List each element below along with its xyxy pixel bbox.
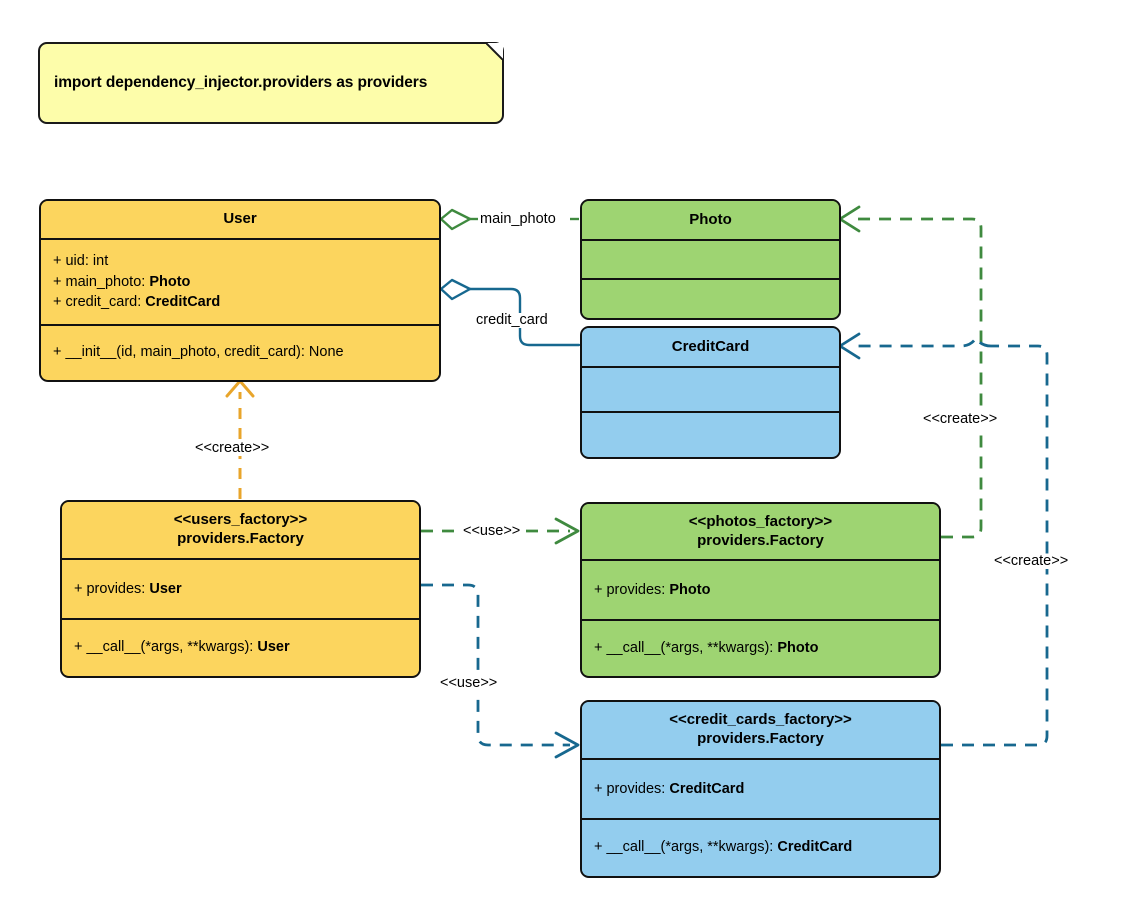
method-text: + __call__(*args, **kwargs):: [594, 639, 778, 656]
class-name-photos-factory: providers.Factory: [697, 531, 824, 549]
attribute-row: + provides: User: [74, 579, 419, 600]
class-box-creditcard[interactable]: CreditCard: [580, 326, 841, 459]
class-methods-credit-cards-factory: + __call__(*args, **kwargs): CreditCard: [582, 820, 939, 875]
class-name-user: User: [223, 210, 257, 228]
method-text: + __call__(*args, **kwargs):: [74, 639, 258, 656]
method-row: + __call__(*args, **kwargs): User: [74, 637, 419, 658]
class-methods-photos-factory: + __call__(*args, **kwargs): Photo: [582, 621, 939, 675]
edge-label-credit-card: credit_card: [474, 313, 550, 328]
class-methods-user: + __init__(id, main_photo, credit_card):…: [41, 326, 439, 379]
class-box-users-factory[interactable]: <<users_factory>> providers.Factory + pr…: [60, 500, 421, 678]
class-methods-creditcard: [582, 413, 839, 456]
edge-label-text: main_photo: [480, 211, 556, 227]
class-name-photo: Photo: [689, 210, 732, 228]
method-return-type: Photo: [777, 639, 819, 656]
class-attributes-credit-cards-factory: + provides: CreditCard: [582, 760, 939, 820]
class-stereotype-credit-cards-factory: <<credit_cards_factory>>: [669, 711, 852, 729]
class-header-credit-cards-factory: <<credit_cards_factory>> providers.Facto…: [582, 702, 939, 760]
class-attributes-photos-factory: + provides: Photo: [582, 561, 939, 621]
method-return-type: CreditCard: [777, 839, 853, 856]
class-header-photos-factory: <<photos_factory>> providers.Factory: [582, 504, 939, 561]
attribute-text: + main_photo:: [53, 273, 150, 290]
attribute-text: + provides:: [74, 580, 150, 597]
class-methods-photo: [582, 280, 839, 317]
class-stereotype-photos-factory: <<photos_factory>>: [688, 512, 833, 530]
edge-label-use-photos-factory: <<use>>: [461, 523, 523, 539]
class-header-creditcard: CreditCard: [582, 328, 839, 368]
attribute-row: + provides: Photo: [594, 580, 939, 601]
method-row: + __call__(*args, **kwargs): CreditCard: [594, 837, 939, 858]
method-row: + __call__(*args, **kwargs): Photo: [594, 638, 939, 659]
attribute-type: Photo: [149, 273, 191, 290]
edge-label-text: <<use>>: [440, 675, 498, 691]
edge-label-text: <<use>>: [463, 523, 521, 539]
attribute-text: + provides:: [594, 780, 670, 797]
class-name-users-factory: providers.Factory: [177, 530, 304, 547]
class-stereotype-users-factory: <<users_factory>>: [173, 511, 308, 529]
edge-label-use-credit-cards-factory: <<use>>: [438, 675, 500, 691]
attribute-type: CreditCard: [145, 294, 221, 311]
attribute-text: + provides:: [594, 581, 670, 598]
class-box-user[interactable]: User + uid: int + main_photo: Photo + cr…: [39, 199, 441, 382]
class-methods-users-factory: + __call__(*args, **kwargs): User: [62, 620, 419, 675]
import-note: import dependency_injector.providers as …: [38, 42, 504, 124]
attribute-text: + uid: int: [53, 253, 109, 270]
attribute-text: + credit_card:: [53, 294, 146, 311]
edge-label-create-creditcard: <<create>>: [992, 553, 1071, 569]
class-box-credit-cards-factory[interactable]: <<credit_cards_factory>> providers.Facto…: [580, 700, 941, 878]
attribute-row: + main_photo: Photo: [53, 272, 439, 293]
attribute-row: + credit_card: CreditCard: [53, 292, 439, 313]
note-fold-corner: [486, 43, 503, 60]
class-header-users-factory: <<users_factory>> providers.Factory: [62, 502, 419, 560]
attribute-row: + uid: int: [53, 251, 439, 272]
class-box-photo[interactable]: Photo: [580, 199, 841, 320]
edge-label-main-photo: main_photo: [478, 212, 558, 227]
import-note-text: import dependency_injector.providers as …: [54, 74, 428, 91]
edge-label-create-user: <<create>>: [193, 440, 272, 456]
class-attributes-users-factory: + provides: User: [62, 560, 419, 620]
edge-label-text: credit_card: [476, 312, 548, 328]
class-header-user: User: [41, 201, 439, 240]
edge-photosfactory-create-photo: [838, 205, 983, 539]
method-return-type: User: [257, 639, 290, 656]
edge-label-text: <<create>>: [923, 411, 998, 427]
edge-usersfactory-use-ccfactory: [421, 583, 580, 759]
method-text: + __call__(*args, **kwargs):: [594, 839, 778, 856]
attribute-type: User: [149, 580, 182, 597]
attribute-type: CreditCard: [669, 780, 745, 797]
edge-label-text: <<create>>: [994, 553, 1069, 569]
method-text: + __init__(id, main_photo, credit_card):…: [53, 344, 344, 361]
class-attributes-user: + uid: int + main_photo: Photo + credit_…: [41, 240, 439, 326]
method-row: + __init__(id, main_photo, credit_card):…: [53, 342, 439, 363]
class-name-credit-cards-factory: providers.Factory: [697, 730, 824, 747]
class-box-photos-factory[interactable]: <<photos_factory>> providers.Factory + p…: [580, 502, 941, 678]
edge-label-text: <<create>>: [195, 440, 270, 456]
class-name-creditcard: CreditCard: [671, 337, 750, 355]
edge-label-create-photo: <<create>>: [921, 411, 1000, 427]
class-attributes-creditcard: [582, 368, 839, 413]
attribute-row: + provides: CreditCard: [594, 779, 939, 800]
class-attributes-photo: [582, 241, 839, 280]
attribute-type: Photo: [669, 581, 711, 598]
class-header-photo: Photo: [582, 201, 839, 241]
